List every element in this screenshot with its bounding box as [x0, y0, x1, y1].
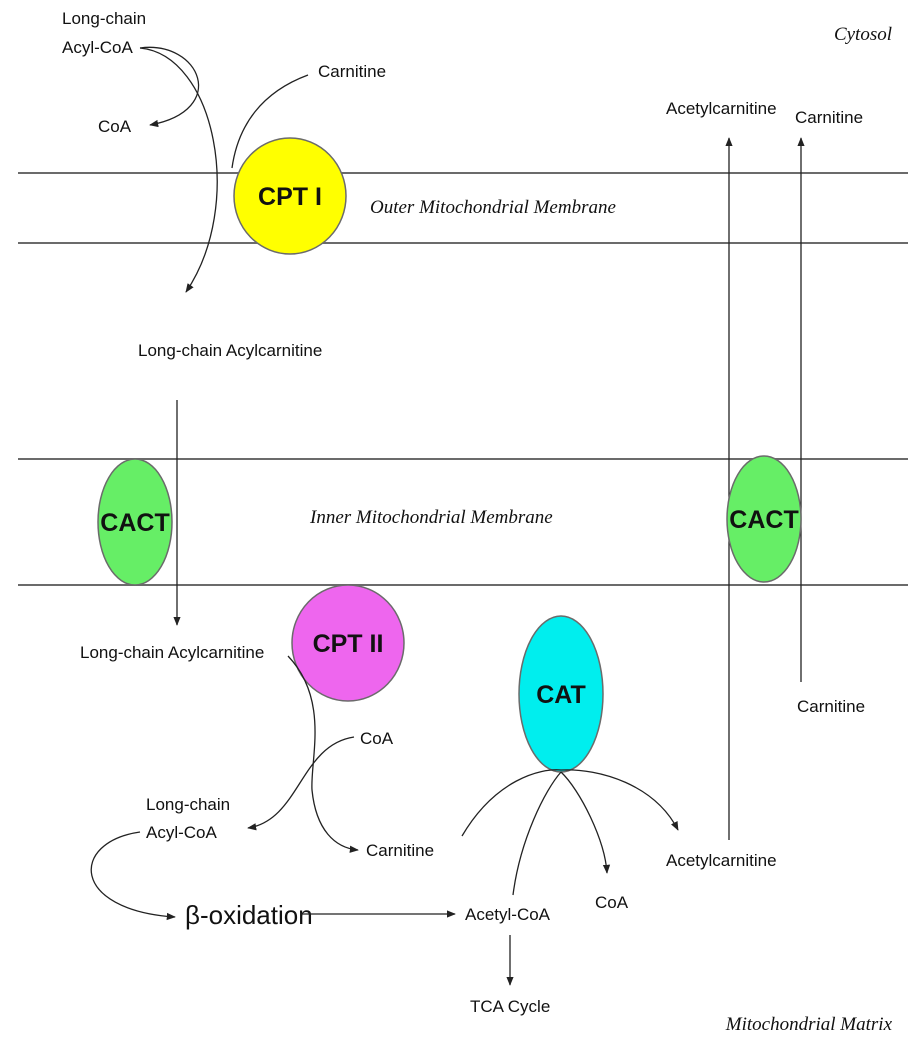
- cpt2-label: CPT II: [313, 630, 384, 658]
- carnitine-into-cpt1-arrow: [231, 74, 309, 169]
- cytosol-acetylcarnitine-label: Acetylcarnitine: [666, 99, 777, 118]
- beta-oxidation-label: β-oxidation: [185, 900, 313, 930]
- acetyl-coa-label: Acetyl-CoA: [465, 905, 551, 924]
- matrix-label: Mitochondrial Matrix: [725, 1014, 893, 1035]
- cpt2-enzyme: [291, 584, 405, 702]
- cact-left-label: CACT: [100, 509, 169, 537]
- matrix-acetylcarnitine-label: Acetylcarnitine: [666, 851, 777, 870]
- cytosol-carnitine-out-label: Carnitine: [795, 108, 863, 127]
- cytosol-acyl-coa-line1: Long-chain: [62, 9, 146, 28]
- cat-coa-label: CoA: [595, 893, 629, 912]
- cytosol-acyl-coa-line2: Acyl-CoA: [62, 38, 134, 57]
- tca-cycle-label: TCA Cycle: [470, 997, 550, 1016]
- acyl-coa-to-acylcarnitine-arrow: [139, 47, 218, 293]
- cat-carnitine-acetyl-arc: [461, 769, 679, 837]
- cpt1-enzyme: [233, 137, 347, 255]
- cact-left-enzyme: [97, 458, 173, 586]
- acetyl-coa-to-cat-line: [512, 771, 562, 896]
- cytosol-carnitine-label: Carnitine: [318, 62, 386, 81]
- cat-to-coa-arrow: [560, 771, 611, 874]
- cat-label: CAT: [536, 681, 586, 709]
- matrix-coa-in-label: CoA: [360, 729, 394, 748]
- acyl-coa-to-beta-oxidation-arrow: [90, 831, 176, 921]
- matrix-acyl-coa-line1: Long-chain: [146, 795, 230, 814]
- coa-to-acyl-coa-arrow: [247, 736, 355, 831]
- acylcarnitine-to-carnitine-arrow: [287, 655, 359, 853]
- cytosol-coa-label: CoA: [98, 117, 132, 136]
- cact-right-enzyme: [726, 455, 802, 583]
- matrix-carnitine-right-label: Carnitine: [797, 697, 865, 716]
- matrix-acyl-coa-line2: Acyl-CoA: [146, 823, 218, 842]
- matrix-carnitine-label: Carnitine: [366, 841, 434, 860]
- inner-membrane-label: Inner Mitochondrial Membrane: [309, 507, 553, 528]
- cpt1-label: CPT I: [258, 183, 322, 211]
- matrix-acylcarnitine-label: Long-chain Acylcarnitine: [80, 643, 264, 662]
- intermembrane-acylcarnitine-label: Long-chain Acylcarnitine: [138, 341, 322, 360]
- cytosol-label: Cytosol: [834, 24, 892, 45]
- cact-right-label: CACT: [729, 506, 798, 534]
- outer-membrane-label: Outer Mitochondrial Membrane: [370, 197, 616, 218]
- acyl-coa-to-coa-arrow: [139, 46, 199, 128]
